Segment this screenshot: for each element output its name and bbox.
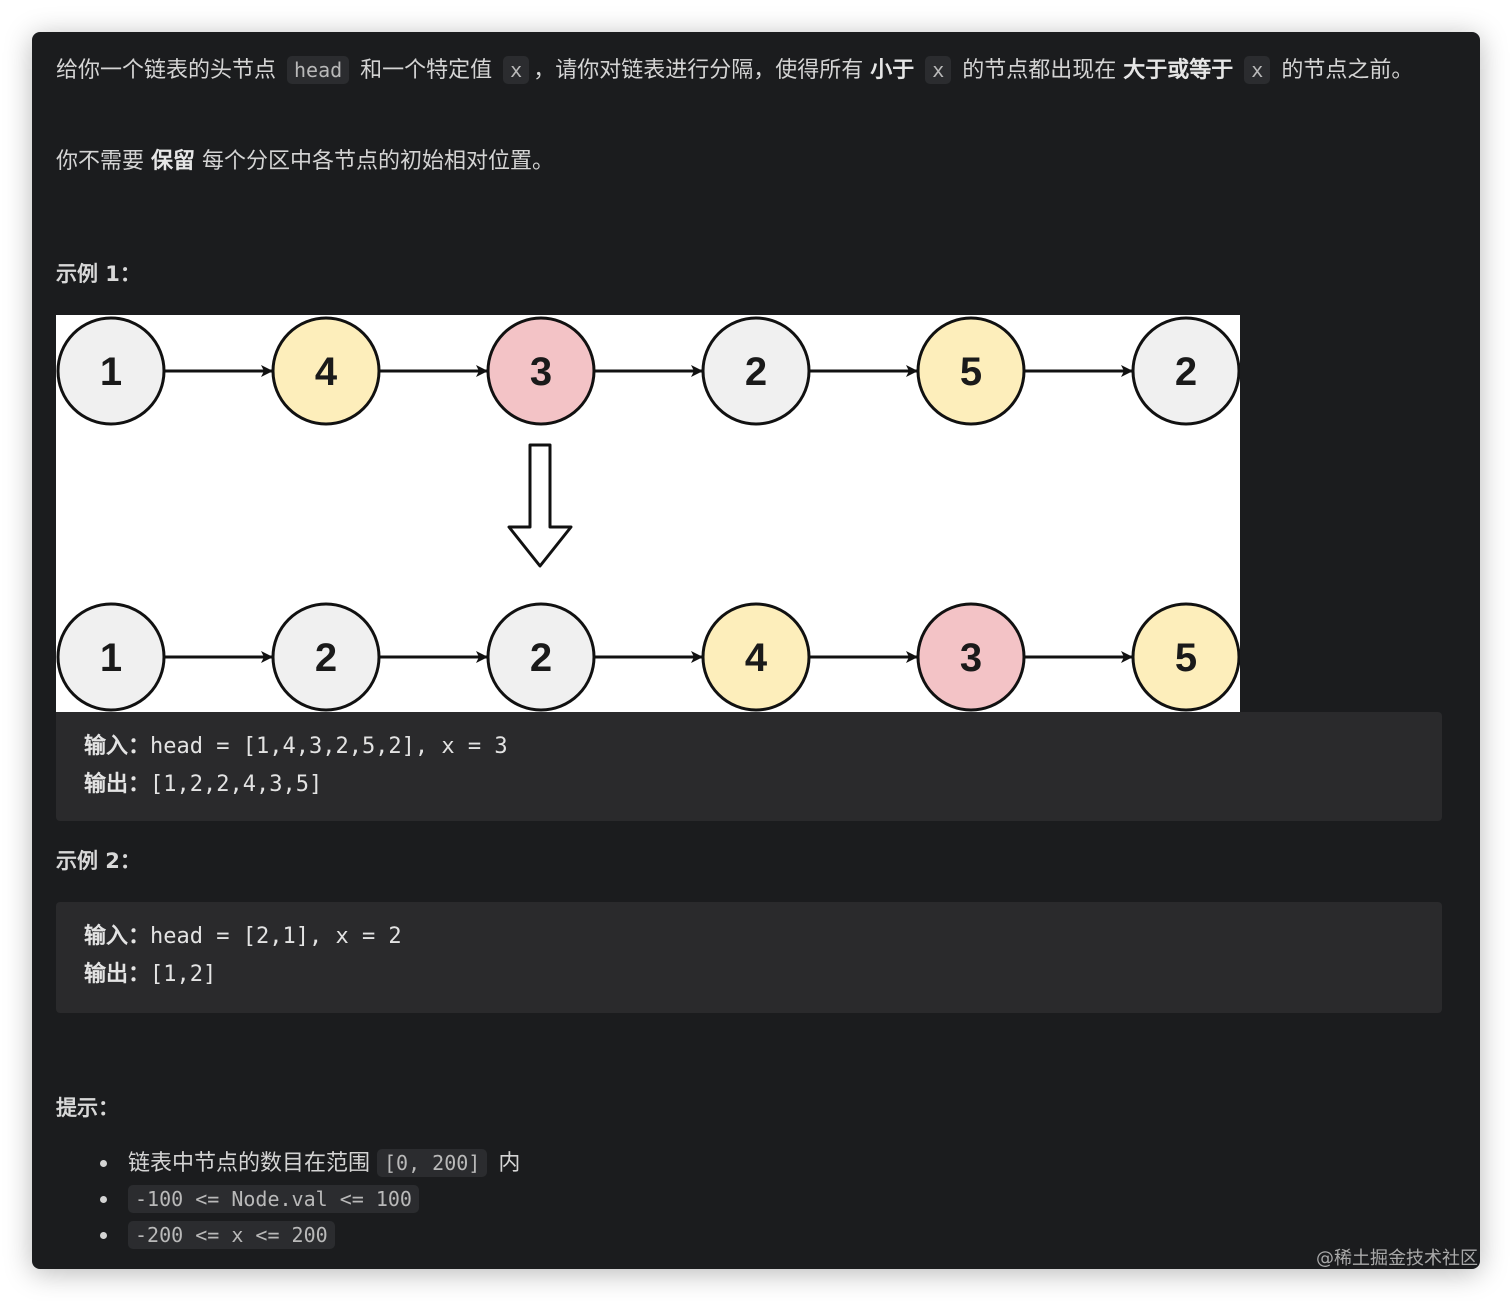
example-1-input-line: 输入：head = [1,4,3,2,5,2], x = 3 — [84, 728, 1414, 766]
hint-item: 链表中节点的数目在范围 [0, 200] 内 — [56, 1145, 520, 1181]
after-node-value: 2 — [315, 636, 337, 680]
output-value: [1,2] — [150, 962, 217, 987]
before-node-circle — [916, 316, 1026, 426]
desc-text-5: 的节点之前。 — [1274, 58, 1414, 83]
after-node-circle — [701, 602, 811, 712]
after-node-circle — [271, 602, 381, 712]
example-1-heading: 示例 1： — [56, 262, 141, 286]
desc-text-1: 给你一个链表的头节点 — [56, 58, 283, 83]
after-node-circle — [1131, 602, 1240, 712]
desc-text-2: 和一个特定值 — [353, 58, 500, 83]
example-1-code-block: 输入：head = [1,4,3,2,5,2], x = 3 输出：[1,2,2… — [56, 712, 1442, 821]
watermark: @稀土掘金技术社区 — [1316, 1248, 1478, 1269]
hint-item: -200 <= x <= 200 — [56, 1217, 520, 1253]
example-2-output-line: 输出：[1,2] — [84, 956, 1414, 994]
example-1-output-line: 输出：[1,2,2,4,3,5] — [84, 766, 1414, 804]
after-node-circle — [56, 602, 166, 712]
after-node-value: 1 — [100, 636, 122, 680]
hints-heading: 提示： — [56, 1096, 119, 1120]
inline-code-head: head — [287, 56, 350, 84]
after-node-circle — [916, 602, 1026, 712]
after-node-value: 2 — [530, 636, 552, 680]
input-value: head = [2,1], x = 2 — [150, 924, 402, 949]
example-2-code-block: 输入：head = [2,1], x = 2 输出：[1,2] — [56, 902, 1442, 1013]
after-node-value: 3 — [960, 636, 982, 680]
note-text-2: 每个分区中各节点的初始相对位置。 — [195, 149, 555, 174]
before-node-circle — [701, 316, 811, 426]
inline-code-x: x — [925, 56, 952, 84]
before-node-value: 4 — [315, 350, 338, 394]
input-label: 输入： — [84, 924, 151, 949]
hint-text: 链表中节点的数目在范围 — [128, 1151, 377, 1176]
after-node-value: 4 — [745, 636, 768, 680]
hint-text: 内 — [491, 1151, 521, 1176]
example-2-input-line: 输入：head = [2,1], x = 2 — [84, 918, 1414, 956]
hint-code: -100 <= Node.val <= 100 — [128, 1185, 419, 1213]
output-value: [1,2,2,4,3,5] — [150, 772, 323, 797]
note-bold-keep: 保留 — [151, 149, 196, 174]
hints-list: 链表中节点的数目在范围 [0, 200] 内 -100 <= Node.val … — [56, 1145, 520, 1253]
input-label: 输入： — [84, 734, 151, 759]
problem-window: 给你一个链表的头节点 head 和一个特定值 x，请你对链表进行分隔，使得所有 … — [32, 32, 1480, 1269]
desc-text-3: ，请你对链表进行分隔，使得所有 — [533, 58, 871, 83]
desc-text-4: 的节点都出现在 — [955, 58, 1124, 83]
before-node-value: 5 — [960, 350, 982, 394]
desc-bold-greater-equal: 大于或等于 — [1123, 58, 1234, 83]
list-before-row: 1 4 3 2 5 2 — [56, 316, 1240, 426]
before-node-value: 2 — [745, 350, 767, 394]
input-value: head = [1,4,3,2,5,2], x = 3 — [150, 734, 508, 759]
before-node-value: 2 — [1175, 350, 1197, 394]
down-arrow-icon — [507, 443, 573, 568]
output-label: 输出： — [84, 962, 151, 987]
problem-description: 给你一个链表的头节点 head 和一个特定值 x，请你对链表进行分隔，使得所有 … — [56, 52, 1442, 89]
after-node-value: 5 — [1175, 636, 1197, 680]
after-node-circle — [486, 602, 596, 712]
before-node-circle — [56, 316, 166, 426]
desc-bold-less: 小于 — [870, 58, 915, 83]
keep-order-note: 你不需要 保留 每个分区中各节点的初始相对位置。 — [56, 143, 1442, 180]
linked-list-partition-diagram: 1 4 3 2 5 2 1 2 2 4 3 5 — [56, 315, 1240, 712]
inline-code-x: x — [503, 56, 530, 84]
hint-item: -100 <= Node.val <= 100 — [56, 1181, 520, 1217]
hint-code: [0, 200] — [377, 1149, 488, 1177]
note-text-1: 你不需要 — [56, 149, 151, 174]
before-node-circle — [1131, 316, 1240, 426]
example-2-heading: 示例 2： — [56, 849, 141, 873]
list-after-row: 1 2 2 4 3 5 — [56, 602, 1240, 712]
before-node-value: 1 — [100, 350, 122, 394]
hint-code: -200 <= x <= 200 — [128, 1221, 335, 1249]
before-node-circle — [271, 316, 381, 426]
inline-code-x: x — [1244, 56, 1271, 84]
before-node-circle — [486, 316, 596, 426]
output-label: 输出： — [84, 772, 151, 797]
before-node-value: 3 — [530, 350, 552, 394]
